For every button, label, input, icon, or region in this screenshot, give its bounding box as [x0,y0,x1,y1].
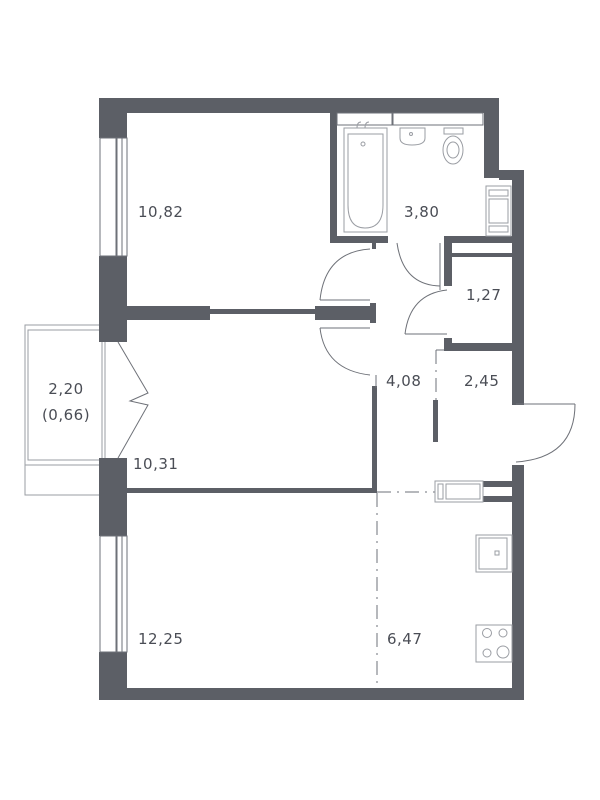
room-area-hallway: 4,08 [386,372,422,390]
doors [117,242,576,463]
room-area-bedroom-middle: 10,31 [133,455,179,473]
room-area-kitchen: 6,47 [387,630,423,648]
room-area-balcony-sub: (0,66) [41,406,91,424]
room-area-entry: 2,45 [464,372,500,390]
room-area-bathroom: 3,80 [404,203,440,221]
kitchen-fixtures [434,480,513,663]
zone-lines [376,349,444,688]
balcony [24,324,106,496]
bathroom-fixtures [343,121,512,237]
room-area-living-room: 12,25 [138,630,184,648]
room-area-wc: 1,27 [466,286,502,304]
windows [99,112,484,653]
room-area-bedroom-top: 10,82 [138,203,184,221]
walls [99,98,524,700]
room-area-balcony: 2,20 [48,380,84,398]
